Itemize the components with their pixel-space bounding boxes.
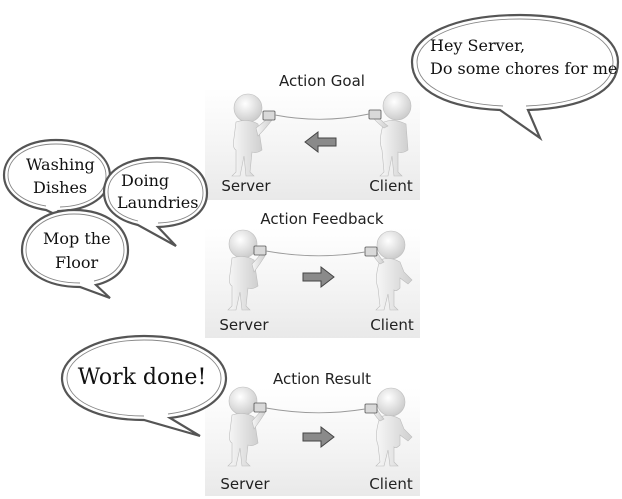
bubble-line-1: Mop the: [43, 229, 111, 248]
figure-body: [375, 415, 413, 467]
speech-bubble-sketch: [107, 161, 204, 224]
figure-arm: [251, 408, 266, 430]
server-label: Server: [220, 475, 270, 493]
bubble-line-1: Doing: [121, 171, 169, 190]
washing-dishes-bubble: Washing Dishes: [2, 138, 112, 229]
speech-bubble-shape: [410, 13, 620, 142]
figure-head: [228, 229, 258, 259]
bubble-line-2: Dishes: [33, 178, 87, 197]
panel-title: Action Feedback: [260, 210, 383, 228]
server-figure: [231, 93, 276, 177]
tin-can: [253, 402, 267, 413]
figure-body: [375, 258, 413, 311]
panel-action-result: Action Result Server Client: [205, 370, 420, 496]
client-label: Client: [369, 475, 413, 493]
bubble-line-1: Work done!: [78, 365, 207, 390]
arrow-right-icon: [302, 425, 335, 449]
client-request-bubble: Hey Server, Do some chores for me: [410, 13, 620, 142]
arrow-right-icon: [302, 265, 335, 289]
figure-head: [233, 93, 263, 123]
tin-can: [253, 245, 267, 256]
tin-can: [364, 246, 378, 257]
speech-bubble-sketch: [416, 18, 614, 107]
panel-action-feedback: Action Feedback Server Client: [205, 210, 420, 338]
server-label: Server: [219, 316, 269, 334]
bubble-line-2: Do some chores for me: [430, 59, 617, 78]
panel-title: Action Goal: [279, 72, 365, 90]
client-figure: [364, 230, 413, 311]
client-figure: [368, 91, 412, 177]
speech-bubble-sketch: [25, 213, 125, 284]
bubble-line-1: Washing: [26, 155, 95, 174]
work-done-bubble: Work done!: [60, 334, 228, 438]
tin-can: [368, 109, 382, 120]
figure-head: [228, 386, 258, 416]
client-label: Client: [370, 316, 414, 334]
server-figure: [227, 386, 267, 467]
figure-body: [227, 413, 259, 467]
figure-body: [227, 256, 259, 311]
figure-head: [382, 91, 412, 121]
tin-can-string: [265, 407, 366, 414]
bubble-line-2: Laundries: [117, 193, 198, 212]
bubble-line-2: Floor: [55, 253, 98, 272]
panel-action-goal: Action Goal Server Client: [205, 72, 420, 200]
mop-the-floor-bubble: Mop the Floor: [20, 208, 130, 300]
figure-arm: [251, 251, 266, 273]
speech-bubble-sketch: [66, 339, 222, 417]
tin-can: [364, 403, 378, 414]
figure-body: [231, 120, 263, 177]
arrow-left-icon: [304, 130, 337, 154]
server-figure: [227, 229, 267, 311]
speech-bubble-sketch: [7, 143, 107, 208]
client-label: Client: [369, 177, 413, 195]
doing-laundries-bubble: Doing Laundries: [102, 156, 209, 247]
server-label: Server: [221, 177, 271, 195]
bubble-line-1: Hey Server,: [430, 36, 525, 55]
tin-can-string: [265, 250, 366, 257]
tin-can: [262, 110, 276, 121]
figure-head: [376, 387, 406, 417]
panel-title: Action Result: [273, 370, 371, 388]
speech-bubble-shape: [102, 156, 209, 247]
client-figure: [364, 387, 413, 467]
speech-bubble-shape: [20, 208, 130, 300]
figure-body: [379, 120, 409, 177]
tin-can-string: [274, 113, 370, 120]
figure-head: [376, 230, 406, 260]
